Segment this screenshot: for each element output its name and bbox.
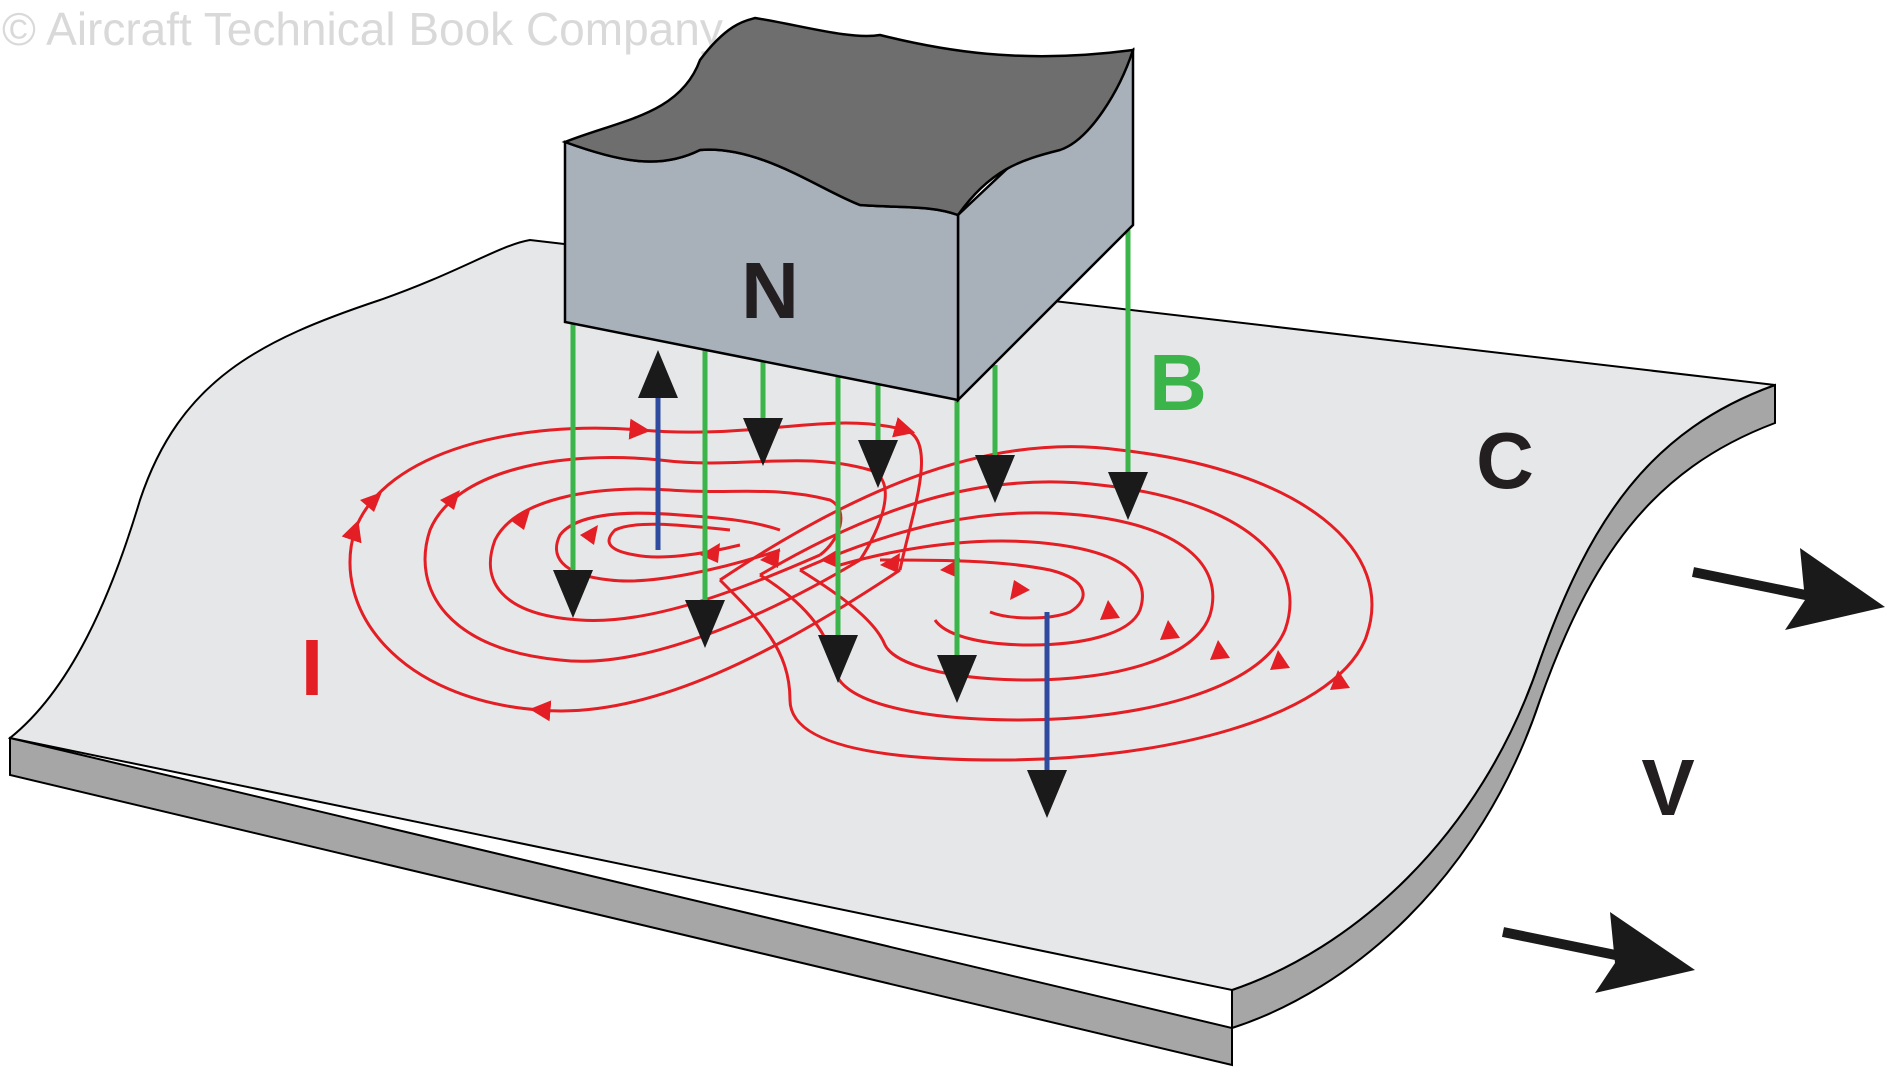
eddy-loop-left	[341, 417, 923, 722]
conductor-label: C	[1476, 416, 1534, 505]
magnet-label: N	[741, 246, 799, 335]
field-lines	[570, 230, 1131, 660]
velocity-arrow-upper-head	[1785, 548, 1885, 630]
magnet-top-face	[561, 16, 1135, 217]
eddy-currents	[341, 417, 1374, 762]
current-label: I	[301, 623, 323, 712]
copyright-watermark: © Aircraft Technical Book Company	[2, 3, 723, 55]
field-arrowheads	[553, 350, 1148, 818]
velocity-arrows	[1501, 548, 1885, 993]
plate-edge	[9, 736, 1233, 1067]
velocity-arrow-lower-head	[1595, 912, 1695, 993]
field-label: B	[1149, 338, 1207, 427]
magnet-block	[561, 16, 1135, 404]
induced-field-lines	[655, 395, 1050, 775]
velocity-label: V	[1641, 743, 1694, 832]
eddy-arrowheads	[360, 490, 1350, 690]
